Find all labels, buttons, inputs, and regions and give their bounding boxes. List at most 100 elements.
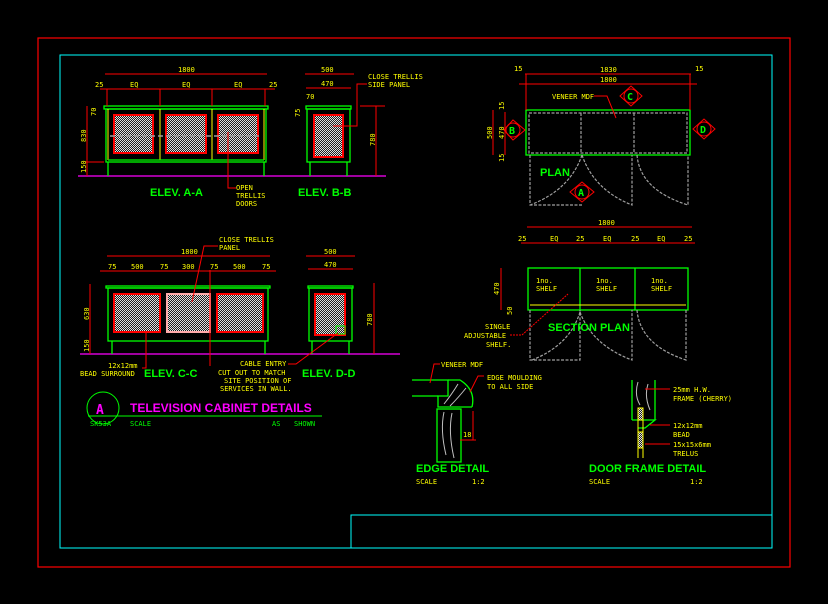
dim-leg: 150 [83, 339, 91, 352]
dim-15-bot: 15 [498, 154, 506, 162]
note-panel-1: CLOSE TRELLIS [219, 236, 274, 244]
title-block [350, 514, 773, 549]
drawing-title-block: A TELEVISION CABINET DETAILS SK53A SCALE… [86, 391, 322, 428]
dim-1: 25 [518, 235, 526, 243]
edge-detail: VENEER MDF EDGE MOULDING TO ALL SIDE 18 … [412, 361, 542, 486]
scale-value: 1:2 [690, 478, 703, 486]
plan: 15 15 1830 1800 500 470 15 15 VENEER MDF… [486, 65, 716, 206]
note-line-1: OPEN [236, 184, 253, 192]
shelf-1-line-2: SHELF [536, 285, 557, 293]
dim-3: 75 [160, 263, 168, 271]
note-frame-1: 25mm H.W. [673, 386, 711, 394]
shelf-2-line-2: SHELF [596, 285, 617, 293]
dim-5: 25 [631, 235, 639, 243]
scale-label: SCALE [416, 478, 437, 486]
ref-letter: A [96, 403, 104, 418]
dim-side: 75 [294, 109, 302, 117]
dim-height: 780 [366, 313, 374, 326]
drawing-title: TELEVISION CABINET DETAILS [130, 401, 312, 415]
scale-label: SCALE [130, 420, 151, 428]
dim-total: 500 [324, 248, 337, 256]
door-frame-detail-label: DOOR FRAME DETAIL [589, 463, 706, 475]
dim-4: 300 [182, 263, 195, 271]
shelf-3-line-1: 1no. [651, 277, 668, 285]
dim-depth: 470 [493, 282, 501, 295]
elev-aa: 1800 25 25 EQ EQ EQ 70 830 150 ELEV. A-A… [78, 66, 386, 208]
shelf-1-line-1: 1no. [536, 277, 553, 285]
dim-6: EQ [657, 235, 665, 243]
note-line-3: SHELF. [486, 341, 511, 349]
shelf-3-line-2: SHELF [651, 285, 672, 293]
dim-end-left: 15 [514, 65, 522, 73]
section-plan: 1800 25 EQ 25 EQ 25 EQ 25 470 50 1no. SH… [464, 219, 695, 361]
dim-body: 830 [80, 129, 88, 142]
elev-cc-label: ELEV. C-C [144, 368, 197, 380]
elev-cc: 1800 75 500 75 300 75 500 75 630 150 CLO… [80, 236, 400, 380]
note-frame-2: FRAME (CHERRY) [673, 395, 732, 403]
dim-end-right: 15 [695, 65, 703, 73]
section-marker-b: B [503, 119, 526, 141]
note-line-3: DOORS [236, 200, 257, 208]
dim-2: 500 [131, 263, 144, 271]
note-moulding-1: EDGE MOULDING [487, 374, 542, 382]
dim-eq-3: EQ [234, 81, 242, 89]
note-moulding-2: TO ALL SIDE [487, 383, 533, 391]
sheet-code: SK53A [90, 420, 112, 428]
section-marker-d: D [692, 118, 716, 140]
dim-inner: 1800 [600, 76, 617, 84]
outer-sheet-border [37, 37, 791, 568]
note-veneer: VENEER MDF [441, 361, 483, 369]
note-bead-1: 12x12mm [108, 362, 138, 370]
dim-7: 75 [262, 263, 270, 271]
dim-top: 70 [306, 93, 314, 101]
elev-bb-label: ELEV. B-B [298, 187, 351, 199]
dim-1: 75 [108, 263, 116, 271]
note-panel-2: PANEL [219, 244, 240, 252]
dim-eq-1: EQ [130, 81, 138, 89]
elev-dd: 500 470 780 CABLE ENTRY CUT OUT TO MATCH… [218, 248, 375, 393]
scale-value-1: AS [272, 420, 280, 428]
note-bead-2: BEAD [673, 431, 690, 439]
note-cable-1: CABLE ENTRY [240, 360, 287, 368]
dim-side-right: 25 [269, 81, 277, 89]
dim-eq-2: EQ [182, 81, 190, 89]
note-line-1: CLOSE TRELLIS [368, 73, 423, 81]
dim-inner: 470 [324, 261, 337, 269]
note-cable-2: CUT OUT TO MATCH [218, 369, 285, 377]
dim-top: 70 [90, 108, 98, 116]
note-cable-4: SERVICES IN WALL. [220, 385, 292, 393]
svg-text:D: D [700, 125, 706, 136]
note-bead-2: BEAD SURROUND [80, 370, 135, 378]
note-trellis-1: 15x15x6mm [673, 441, 711, 449]
dim-depth-inner: 470 [498, 126, 506, 139]
note-trellis-2: TRELUS [673, 450, 698, 458]
note-line-2: SIDE PANEL [368, 81, 410, 89]
scale-value-2: SHOWN [294, 420, 315, 428]
scale-label: SCALE [589, 478, 610, 486]
dim-inner: 470 [321, 80, 334, 88]
dim-6: 500 [233, 263, 246, 271]
note-line-1: SINGLE [485, 323, 510, 331]
dim-depth: 500 [486, 126, 494, 139]
dim-height: 780 [369, 133, 377, 146]
section-marker-c: C [619, 85, 643, 107]
dim-5: 75 [210, 263, 218, 271]
section-marker-a: A [569, 181, 595, 203]
dim-total: 1800 [181, 248, 198, 256]
dim-small: 50 [506, 307, 514, 315]
note-veneer: VENEER MDF [552, 93, 594, 101]
edge-detail-label: EDGE DETAIL [416, 463, 489, 475]
dim-total: 500 [321, 66, 334, 74]
plan-label: PLAN [540, 167, 570, 179]
dim-2: EQ [550, 235, 558, 243]
dim-total: 1800 [598, 219, 615, 227]
dim-7: 25 [684, 235, 692, 243]
scale-value: 1:2 [472, 478, 485, 486]
elev-aa-label: ELEV. A-A [150, 187, 203, 199]
svg-text:B: B [509, 126, 515, 137]
dim-15-top: 15 [498, 102, 506, 110]
note-line-2: ADJUSTABLE [464, 332, 506, 340]
elev-bb: 500 470 70 75 780 CLOSE TRELLIS SIDE PAN… [294, 66, 423, 199]
elev-dd-label: ELEV. D-D [302, 368, 355, 380]
